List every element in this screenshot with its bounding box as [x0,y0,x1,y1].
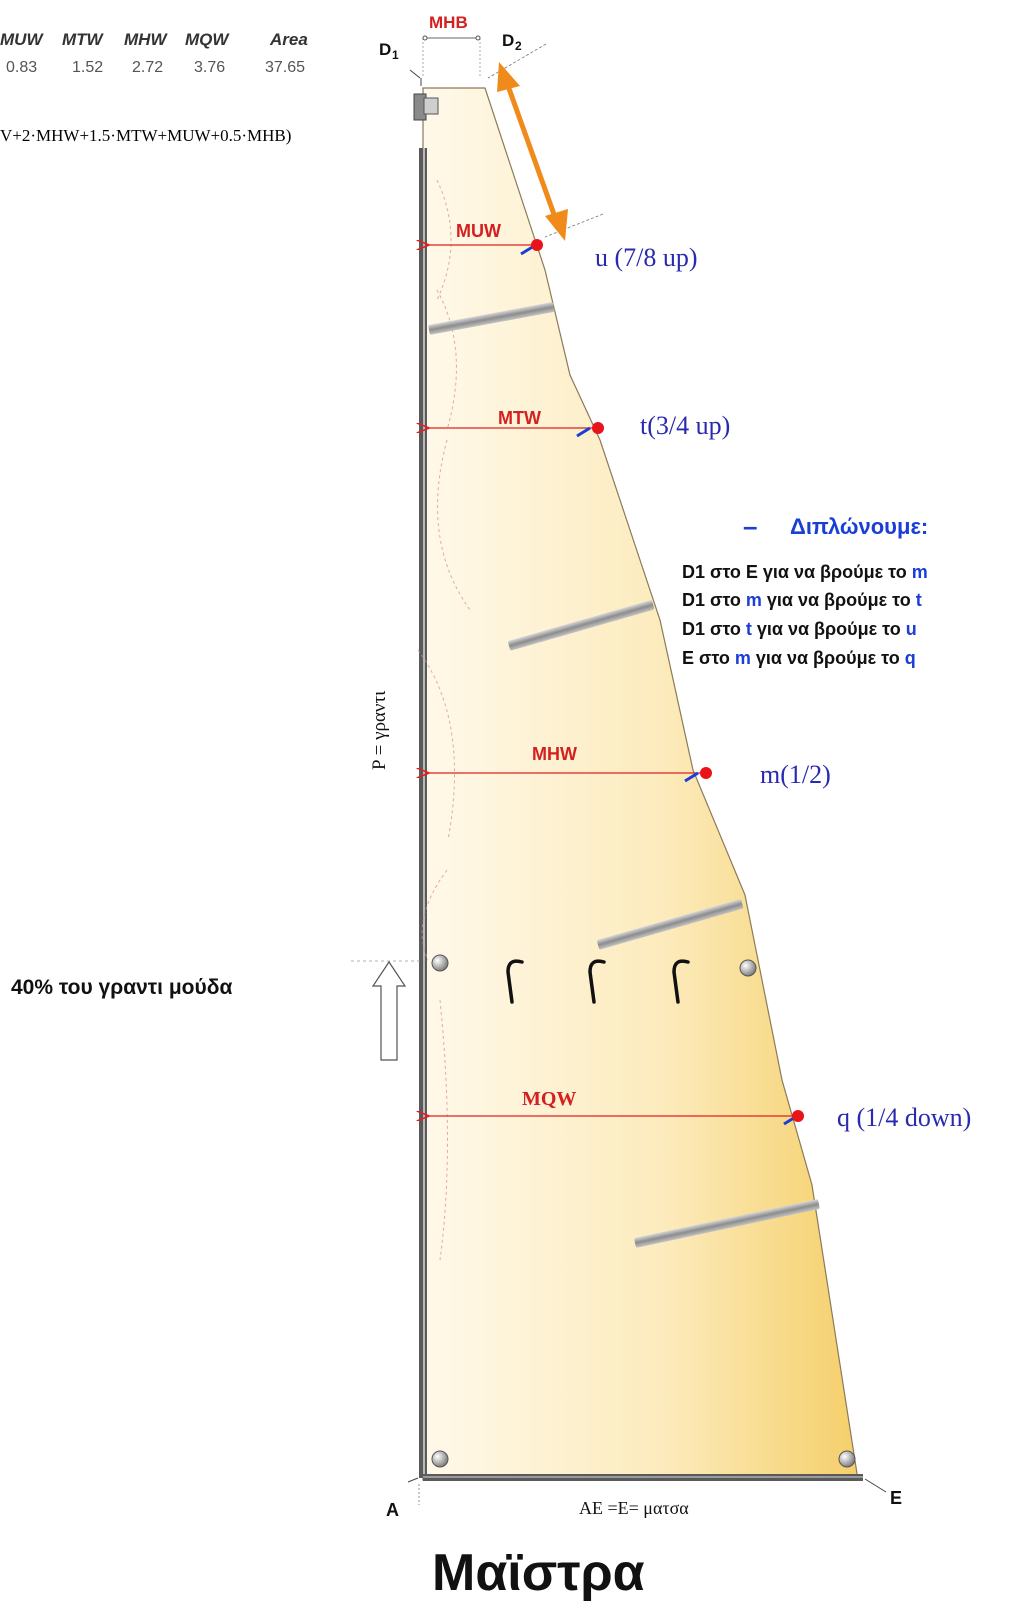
d2-label: D 2 [502,31,522,53]
point-m-marker [700,767,712,779]
head-dimensions: MHB [409,13,604,238]
instructions-bullet: – [743,511,757,541]
instructions-heading: Διπλώνουμε: [790,514,928,539]
table-header-mtw: MTW [62,30,105,49]
table-header-mhw: MHW [124,30,168,49]
reef-hook [672,959,690,1004]
table-value-muw: 0.83 [6,59,37,76]
boom [423,1474,863,1481]
mhb-label: MHB [429,13,468,32]
muw-label: MUW [456,221,501,241]
svg-text:D: D [379,40,391,59]
reef-grommet-luff [431,954,449,972]
headboard-car [413,93,439,121]
fold-instructions: – Διπλώνουμε: D1 στο E για να βρούμε το … [682,511,928,668]
corner-e: E [864,1478,902,1508]
table-header-muw: MUW [0,30,44,49]
reef-hooks [506,959,690,1004]
luff-label: P = γραντι [369,690,390,770]
point-t-marker [592,422,604,434]
reef-height-indicator [351,960,422,1061]
leech-points [520,239,804,1126]
page-title: Μαϊστρα [432,1544,645,1602]
clew-ring [838,1450,856,1468]
foot-label: AE =E= ματσα [579,1498,689,1518]
sail-curves [417,179,471,1261]
table-value-mhw: 2.72 [132,59,163,76]
batten [508,600,655,651]
reef-hook [588,959,606,1004]
batten [428,302,555,335]
tack-ring [431,1450,449,1468]
point-t-label: t(3/4 up) [640,411,730,440]
mtw-label: MTW [498,408,541,428]
measurement-table: MUW MTW MHW MQW Area 0.83 1.52 2.72 3.76… [0,30,308,76]
table-value-mtw: 1.52 [72,59,103,76]
table-header-mqw: MQW [185,30,230,49]
batten [634,1199,820,1248]
sail-body [422,87,859,1481]
instruction-line-3: D1 στο t για να βρούμε το u [682,619,917,639]
instruction-line-1: D1 στο E για να βρούμε το m [682,562,928,582]
point-m-label: m(1/2) [760,760,831,789]
reef-hook [506,959,524,1004]
instruction-line-4: E στο m για να βρούμε το q [682,648,916,668]
up-arrow-icon [371,960,407,1061]
mhw-label: MHW [532,744,577,764]
batten [597,899,744,950]
area-formula: V+2·MHW+1.5·MTW+MUW+0.5·MHB) [0,126,291,145]
corner-a: A [386,1477,420,1520]
svg-text:2: 2 [515,39,522,53]
point-q-label: q (1/4 down) [837,1103,971,1132]
mast [419,148,427,1478]
mqw-label: MQW [522,1088,576,1110]
table-value-mqw: 3.76 [194,59,225,76]
svg-text:D: D [502,31,514,50]
width-measurements [428,245,798,1116]
d1-label: D 1 [379,40,399,62]
point-q-marker [792,1110,804,1122]
table-value-area: 37.65 [265,59,305,76]
instruction-line-2: D1 στο m για να βρούμε το t [682,590,922,610]
point-u-marker [531,239,543,251]
table-header-area: Area [269,30,308,49]
reef-height-label: 40% του γραντι μούδα [11,976,232,999]
svg-text:1: 1 [392,48,399,62]
svg-text:E: E [890,1488,902,1508]
battens [428,302,820,1248]
d2-double-arrow [497,62,568,241]
reef-grommet-leech [739,959,757,977]
reef-grommets [431,954,856,1468]
point-u-label: u (7/8 up) [595,243,698,272]
svg-text:A: A [386,1500,399,1520]
